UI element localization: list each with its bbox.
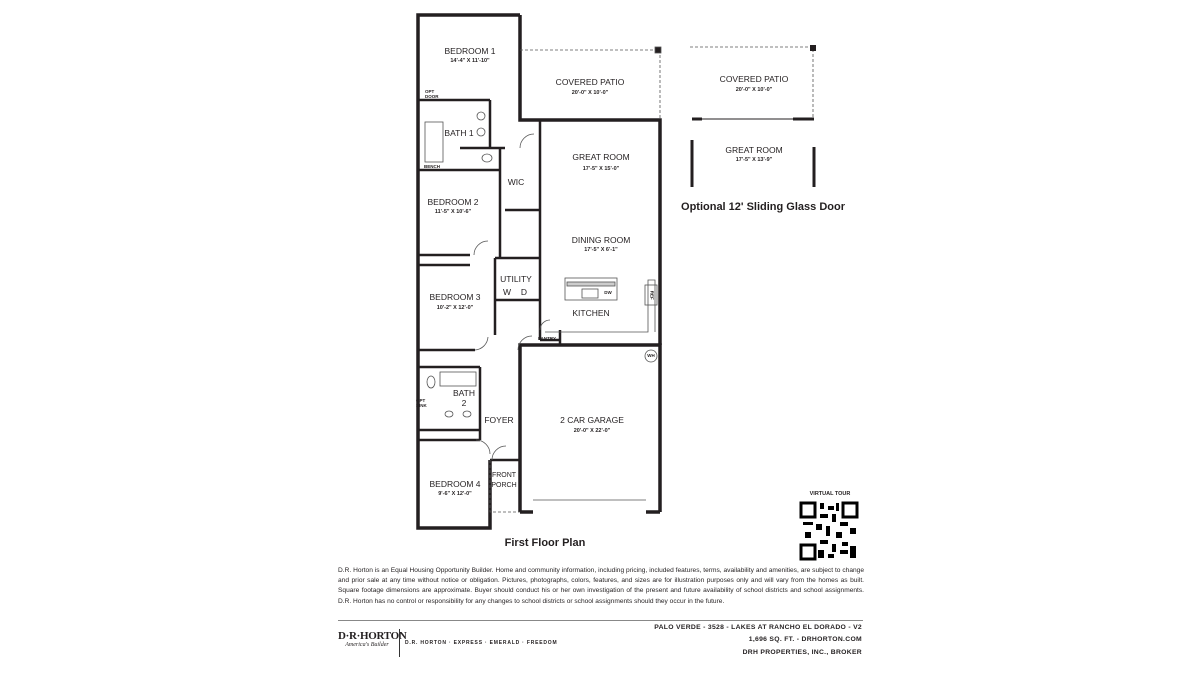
- logo-divider: [399, 629, 400, 657]
- room-dining-room: DINING ROOM: [571, 235, 631, 245]
- bedroom1-right-wall: [518, 15, 540, 122]
- great-room-top-wall: [540, 118, 662, 345]
- room-bath2-number: 2: [461, 398, 467, 408]
- garage-walls: [518, 343, 662, 512]
- room-bedroom2-dims: 11'-5" X 10'-6": [434, 209, 472, 215]
- room-front-porch-line2: PORCH: [491, 482, 517, 489]
- room-front-porch: FRONT: [491, 472, 517, 479]
- room-bedroom1: BEDROOM 1: [444, 46, 496, 56]
- dishwasher-label: DW: [604, 290, 612, 295]
- drhorton-logo: D·R·HORTON America's Builder: [338, 630, 407, 648]
- room-wic: WIC: [507, 177, 525, 187]
- room-bedroom4: BEDROOM 4: [429, 479, 481, 489]
- room-kitchen: KITCHEN: [572, 308, 610, 318]
- brand-list: D.R. HORTON · EXPRESS · EMERALD · FREEDO…: [405, 640, 558, 646]
- bench-label: BENCH: [423, 164, 441, 169]
- room-bath2: BATH: [452, 388, 476, 398]
- refrigerator-label: REF: [649, 290, 655, 300]
- room-dining-room-dims: 17'-5" X 6'-1": [584, 247, 618, 253]
- virtual-tour-label: VIRTUAL TOUR: [809, 491, 851, 497]
- washer-label: W: [502, 287, 512, 297]
- footer-divider: [338, 620, 863, 621]
- broker-info: DRH PROPERTIES, INC., BROKER: [742, 649, 862, 656]
- room-covered-patio-dims: 20'-0" X 10'-0": [571, 90, 609, 96]
- room-pantry: PANTRY: [538, 336, 556, 341]
- disclaimer-text: D.R. Horton is an Equal Housing Opportun…: [338, 567, 864, 605]
- option-covered-patio: COVERED PATIO: [719, 74, 789, 84]
- room-bedroom3-dims: 10'-2" X 12'-0": [436, 305, 474, 311]
- option-caption: Optional 12' Sliding Glass Door: [681, 201, 845, 213]
- room-garage: 2 CAR GARAGE: [560, 415, 624, 425]
- water-heater-label: WH: [647, 353, 655, 358]
- opt-sink-label: OPT SINK: [416, 398, 427, 408]
- option-covered-patio-dims: 20'-0" X 10'-0": [735, 87, 773, 93]
- qr-code-icon: [799, 501, 859, 561]
- option-great-room: GREAT ROOM: [725, 145, 783, 155]
- room-covered-patio: COVERED PATIO: [555, 77, 625, 87]
- option-great-room-dims: 17'-5" X 13'-9": [735, 157, 773, 163]
- room-foyer: FOYER: [484, 415, 514, 425]
- room-bedroom3: BEDROOM 3: [429, 292, 481, 302]
- water-heater-icon: [644, 349, 658, 363]
- room-bedroom2: BEDROOM 2: [427, 197, 479, 207]
- room-great-room-dims: 17'-5" X 15'-0": [582, 166, 620, 172]
- sqft-info: 1,696 SQ. FT. - DRHORTON.COM: [748, 636, 862, 643]
- room-bedroom4-dims: 9'-6" X 12'-0": [438, 491, 472, 497]
- room-great-room: GREAT ROOM: [572, 152, 630, 162]
- room-bath1: BATH 1: [444, 128, 474, 138]
- plan-info: PALO VERDE - 3528 - LAKES AT RANCHO EL D…: [654, 624, 862, 631]
- opt-door-label: OPT DOOR: [425, 89, 439, 99]
- room-garage-dims: 20'-0" X 22'-0": [573, 428, 611, 434]
- dryer-label: D: [520, 287, 528, 297]
- room-bedroom1-dims: 14'-4" X 11'-10": [450, 58, 490, 64]
- room-utility: UTILITY: [500, 274, 532, 284]
- floor-plan-caption: First Floor Plan: [504, 537, 586, 549]
